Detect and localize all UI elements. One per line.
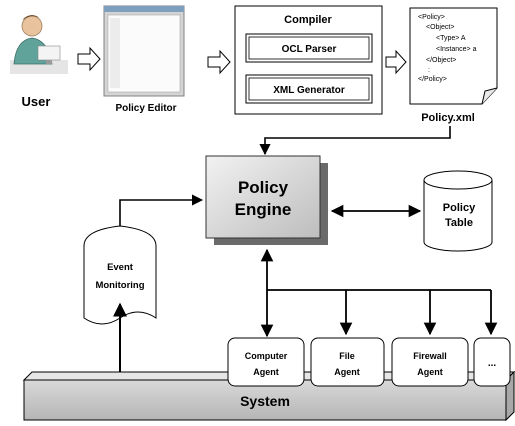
computer-agent-line2: Agent [253, 367, 279, 377]
xml-generator-label: XML Generator [273, 85, 345, 96]
policy-xml-filename: Policy.xml [421, 112, 475, 124]
compiler-box: Compiler OCL Parser XML Generator [234, 5, 383, 115]
xml-line-6: : [428, 67, 430, 74]
flow-arrow-editor-to-compiler [207, 49, 231, 75]
policy-engine-line1: Policy [238, 178, 289, 197]
system-label: System [240, 393, 290, 409]
more-agents-label: ... [488, 358, 497, 369]
xml-line-5: </Object> [426, 57, 456, 64]
xml-line-3: <Type> A [436, 35, 466, 42]
event-monitoring-component: Event Monitoring [83, 225, 157, 325]
policy-engine-line2: Engine [235, 200, 292, 219]
firewall-agent-line1: Firewall [413, 351, 447, 361]
flow-arrow-compiler-to-xml [385, 49, 407, 75]
user-label: User [22, 94, 51, 109]
ocl-parser-label: OCL Parser [282, 44, 337, 55]
policy-editor: Policy Editor [103, 5, 185, 114]
policy-xml-document: <Policy> <Object> <Type> A <Instance> a … [409, 7, 498, 124]
compiler-title: Compiler [284, 14, 332, 26]
file-agent-line1: File [339, 351, 355, 361]
file-agent-line2: Agent [334, 367, 360, 377]
policy-table-line2: Table [445, 217, 473, 229]
xml-line-7: </Policy> [418, 76, 447, 83]
event-monitoring-line1: Event [107, 262, 134, 273]
user-figure: User [10, 15, 68, 109]
policy-table-database: Policy Table [423, 170, 493, 252]
connector-monitoring-to-engine [119, 194, 204, 226]
policy-table-line1: Policy [443, 202, 476, 214]
xml-generator-box: XML Generator [245, 74, 373, 104]
ocl-parser-box: OCL Parser [245, 33, 373, 63]
policy-editor-label: Policy Editor [115, 103, 176, 114]
computer-agent-line1: Computer [245, 351, 288, 361]
flow-arrow-user-to-editor [77, 46, 101, 72]
computer-agent-box: Computer Agent [227, 337, 305, 387]
user-icon [10, 15, 68, 74]
firewall-agent-line2: Agent [417, 367, 443, 377]
xml-line-2: <Object> [426, 24, 454, 31]
file-agent-box: File Agent [310, 337, 385, 387]
event-monitoring-line2: Monitoring [95, 280, 144, 291]
connector-xml-to-engine [259, 126, 451, 156]
firewall-agent-box: Firewall Agent [391, 337, 469, 387]
policy-engine: Policy Engine [205, 155, 328, 245]
xml-line-1: <Policy> [418, 14, 445, 21]
xml-line-4: <Instance> a [436, 46, 477, 53]
more-agents-box: ... [473, 337, 511, 387]
